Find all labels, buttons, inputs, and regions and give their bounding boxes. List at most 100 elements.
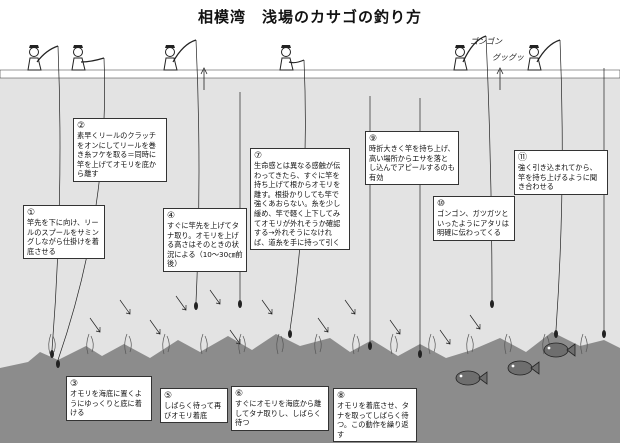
seaweed xyxy=(390,333,398,355)
step-text: オモリを海底に置くようにゆっくりと底に着ける xyxy=(70,389,142,418)
up-arrow xyxy=(496,67,504,90)
seaweed xyxy=(428,333,436,355)
step-number: ⑦ xyxy=(254,151,263,161)
step-text: しばらく待って再びオモリ着底 xyxy=(164,401,222,420)
fish-body xyxy=(507,360,533,376)
fishing-rod xyxy=(36,45,59,63)
boat-gunwale xyxy=(0,69,620,79)
seaweed xyxy=(466,333,474,355)
step-note-8: ⑧ オモリを着底させ、タナを取ってしばらく待つ。この動作を繰り返す xyxy=(333,388,417,443)
step-number: ⑤ xyxy=(164,391,173,401)
step-note-5: ⑤ しばらく待って再びオモリ着底 xyxy=(160,388,228,424)
step-number: ③ xyxy=(70,379,79,389)
angler-4 xyxy=(279,45,294,71)
fishing-line xyxy=(485,35,493,301)
step-text: 生命感とは異なる感触が伝わってきたら、すぐに竿を持ち上げて根からオモリを離す。根… xyxy=(254,161,341,247)
step-text: すぐにオモリを海底から離してタナ取りし、しばらく待つ xyxy=(235,399,322,428)
step-note-2: ② 素早くリールのクラッチをオンにしてリールを巻き糸フケを取る＝同時に竿を上げて… xyxy=(73,118,167,182)
step-note-3: ③ オモリを海底に置くようにゆっくりと底に着ける xyxy=(66,376,152,421)
angler-cap xyxy=(29,45,39,48)
step-number: ② xyxy=(77,121,86,131)
step-text: 竿先を下に向け、リールのスプールをサミングしながら仕掛けを着底させる xyxy=(27,218,99,256)
fish-eye xyxy=(547,346,551,350)
angler-head xyxy=(73,47,83,57)
fishing-rod xyxy=(80,57,105,63)
step-number: ⑥ xyxy=(235,389,244,399)
motion-arrow xyxy=(439,329,451,345)
angler-cap xyxy=(165,45,175,48)
sinker-weight xyxy=(56,360,60,368)
angler-1 xyxy=(27,45,42,71)
angler-head xyxy=(529,47,539,57)
motion-arrow xyxy=(119,299,131,315)
motion-arrow xyxy=(89,317,101,333)
motion-arrow xyxy=(389,319,401,335)
seaweed xyxy=(504,333,512,355)
seaweed xyxy=(86,333,94,355)
seaweed xyxy=(48,333,56,355)
angler-head xyxy=(165,47,175,57)
step-note-7: ⑦ 生命感とは異なる感触が伝わってきたら、すぐに竿を持ち上げて根からオモリを離す… xyxy=(250,148,350,251)
fishing-rod xyxy=(172,39,197,63)
seaweed xyxy=(580,333,588,355)
sinker-weight xyxy=(288,330,292,338)
motion-arrow xyxy=(469,314,481,330)
fish-eye xyxy=(459,374,463,378)
step-text: 強く引き込まれてから、竿を持ち上げるように聞き合わせる xyxy=(518,163,598,192)
sinker-weight xyxy=(418,350,422,358)
angler-cap xyxy=(529,45,539,48)
up-arrow xyxy=(200,67,208,90)
step-number: ④ xyxy=(167,211,176,221)
sinker-weight xyxy=(490,300,494,308)
angler-body xyxy=(71,57,86,71)
angler-head xyxy=(29,47,39,57)
step-note-10: ⑩ ゴンゴン、ガツガツといったようにアタリは明確に伝わってくる xyxy=(433,196,515,241)
fish-tail xyxy=(566,343,576,357)
motion-arrow xyxy=(175,295,187,311)
fish-body xyxy=(543,342,569,358)
sfx-gongon: ゴンゴン xyxy=(470,37,502,46)
fishing-line xyxy=(51,45,61,351)
step-text: 素早くリールのクラッチをオンにしてリールを巻き糸フケを取る＝同時に竿を上げてオモ… xyxy=(77,131,157,179)
seaweed xyxy=(238,333,246,355)
step-note-6: ⑥ すぐにオモリを海底から離してタナ取りし、しばらく待つ xyxy=(231,386,329,431)
seaweed xyxy=(124,333,132,355)
sinker-weight xyxy=(554,330,558,338)
step-note-1: ① 竿先を下に向け、リールのスプールをサミングしながら仕掛けを着底させる xyxy=(23,205,105,260)
rockfish-1 xyxy=(455,370,488,386)
fish-eye xyxy=(511,364,515,368)
angler-6 xyxy=(527,45,542,71)
diagram-title: 相模湾 浅場のカサゴの釣り方 xyxy=(197,8,422,26)
step-text: すぐに竿先を上げてタナ取り。オモリを上げる高さはそのときの状況による（10〜30… xyxy=(167,221,243,269)
angler-cap xyxy=(73,45,83,48)
sinker-weight xyxy=(602,330,606,338)
angler-head xyxy=(281,47,291,57)
angler-5 xyxy=(453,45,468,71)
sfx-gukkuri: グッグッ xyxy=(492,53,524,62)
angler-2 xyxy=(71,45,86,71)
fishing-rod xyxy=(462,35,487,63)
motion-arrow xyxy=(261,299,273,315)
step-text: 時折大きく竿を持ち上げ、高い場所からエサを落とし込んでアピールするのも有効 xyxy=(369,144,455,182)
angler-cap xyxy=(281,45,291,48)
angler-cap xyxy=(455,45,465,48)
sinker-weight xyxy=(194,302,198,310)
seaweed xyxy=(352,333,360,355)
step-text: ゴンゴン、ガツガツといったようにアタリは明確に伝わってくる xyxy=(437,209,509,238)
angler-body xyxy=(527,57,542,71)
angler-body xyxy=(453,57,468,71)
fish-body xyxy=(455,370,481,386)
motion-arrow xyxy=(209,289,221,305)
step-number: ① xyxy=(27,208,36,218)
fish-tail xyxy=(530,361,540,375)
step-note-4: ④ すぐに竿先を上げてタナ取り。オモリを上げる高さはそのときの状況による（10〜… xyxy=(163,208,247,272)
step-number: ⑧ xyxy=(337,391,346,401)
step-number: ⑩ xyxy=(437,199,446,209)
seaweed xyxy=(314,333,322,355)
rockfish-2 xyxy=(507,360,540,376)
rockfish-3 xyxy=(543,342,576,358)
seaweed xyxy=(162,333,170,355)
sinker-weight xyxy=(368,342,372,350)
motion-arrow xyxy=(229,329,241,345)
motion-arrow xyxy=(344,299,356,315)
